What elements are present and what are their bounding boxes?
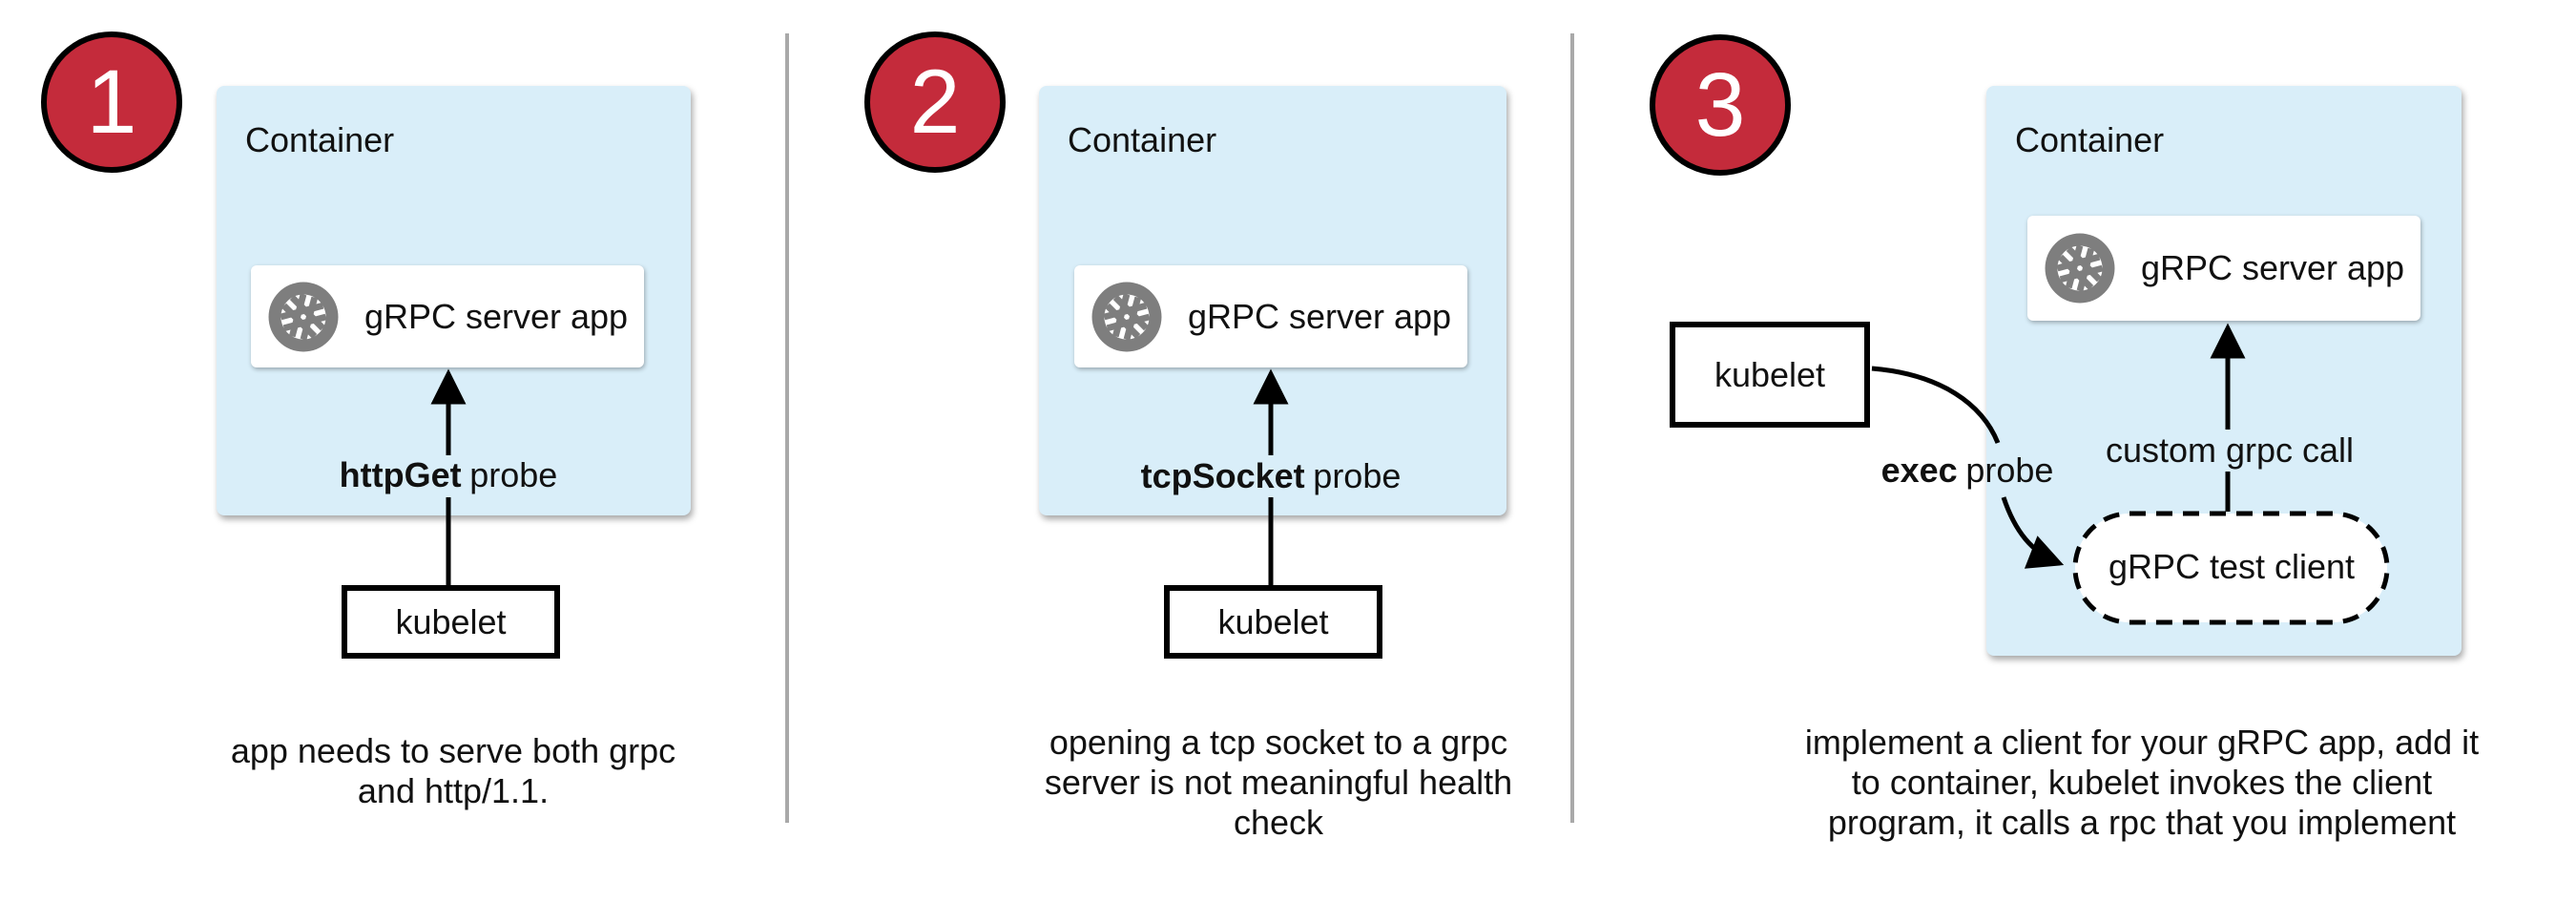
grpc-server-app-box-3: gRPC server app [2027,216,2420,321]
caption-line: server is not meaningful health [1044,763,1513,802]
kubelet-label: kubelet [1714,354,1826,394]
panel-divider-1 [785,33,789,823]
step-badge-3: 3 [1650,34,1791,176]
grpc-server-app-box-2: gRPC server app [1074,265,1467,367]
container-label: Container [1068,120,1217,159]
exec-probe-arrow-start [1871,366,2001,444]
container-label: Container [2015,120,2165,159]
step-badge-2: 2 [864,31,1006,173]
caption-line: check [1233,803,1324,842]
step-badge-1: 1 [41,31,182,173]
probe-suffix: probe [1965,451,2054,490]
aperture-icon [1091,282,1162,351]
probe-name: exec [1880,451,1958,490]
caption-line: to container, kubelet invokes the client [1851,763,2433,802]
kubelet-label: kubelet [1217,601,1329,641]
caption-line: app needs to serve both grpc [230,731,676,770]
probe-name: httpGet [339,455,462,494]
app-label: gRPC server app [364,296,629,336]
caption-panel-2: opening a tcp socket to a grpc server is… [1011,723,1546,843]
probe-suffix: probe [1313,456,1402,495]
kubelet-box-2: kubelet [1164,585,1382,659]
step-number: 2 [909,51,961,153]
step-number: 3 [1694,53,1746,156]
step-number: 1 [86,51,137,153]
kubelet-box-3: kubelet [1670,322,1870,428]
kubelet-label: kubelet [395,601,507,641]
app-label: gRPC server app [1187,296,1452,336]
app-label: gRPC server app [2140,248,2405,287]
kubelet-box-1: kubelet [342,585,560,659]
caption-line: and http/1.1. [357,771,550,810]
custom-grpc-call-label: custom grpc call [2105,430,2355,470]
aperture-icon [2045,233,2115,304]
probe-suffix: probe [469,455,558,494]
probe-name: tcpSocket [1140,456,1305,495]
caption-panel-1: app needs to serve both grpc and http/1.… [186,731,720,811]
grpc-test-client-shape [2072,511,2390,625]
caption-line: opening a tcp socket to a grpc [1049,723,1508,762]
caption-panel-3: implement a client for your gRPC app, ad… [1798,723,2485,843]
aperture-icon [268,282,339,351]
caption-line: program, it calls a rpc that you impleme… [1827,803,2457,842]
exec-probe-arrow-end [2001,496,2065,569]
grpc-server-app-box-1: gRPC server app [251,265,644,367]
container-label: Container [245,120,395,159]
panel-divider-2 [1570,33,1574,823]
grpc-test-client-label: gRPC test client [2108,547,2356,586]
caption-line: implement a client for your gRPC app, ad… [1804,723,2480,762]
